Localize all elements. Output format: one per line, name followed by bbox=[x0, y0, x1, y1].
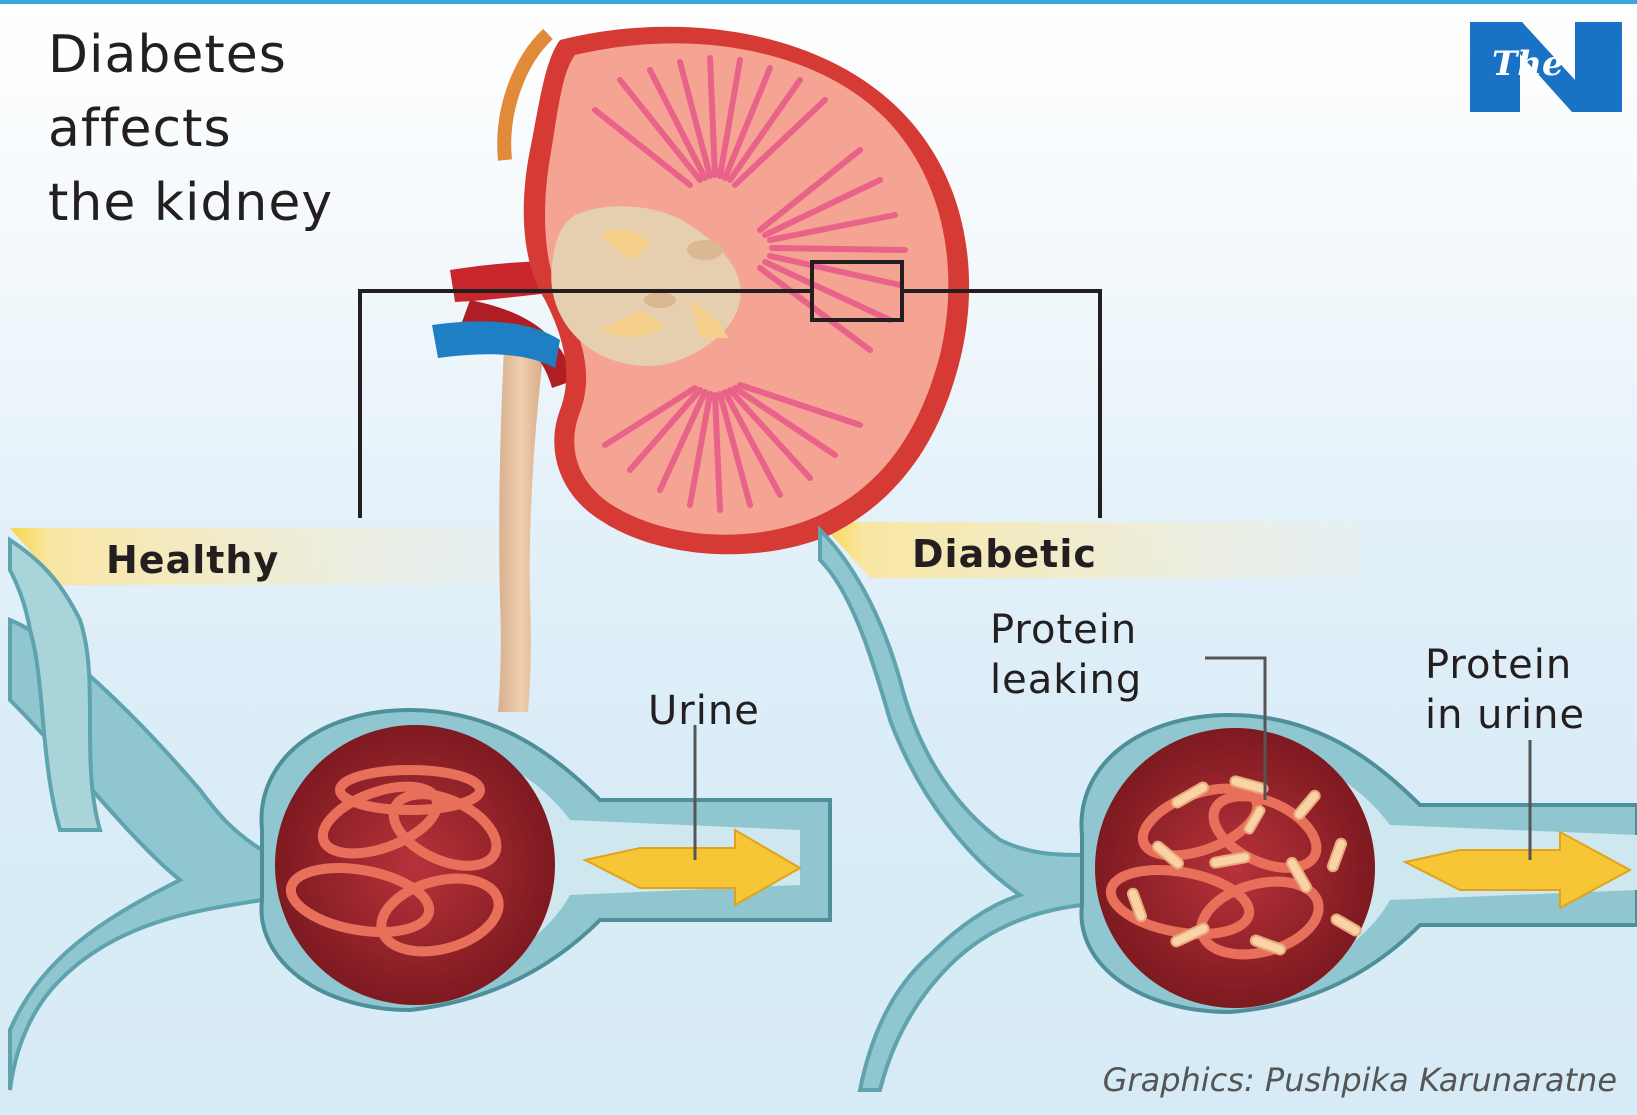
healthy-nephron bbox=[10, 540, 830, 1090]
title-line-3: the kidney bbox=[48, 166, 478, 240]
renal-vein bbox=[432, 321, 560, 368]
graphics-credit: Graphics: Pushpika Karunaratne bbox=[1103, 1061, 1617, 1099]
diabetic-label: Diabetic bbox=[912, 532, 1097, 576]
title-line-1: Diabetes bbox=[48, 18, 478, 92]
protein-in-urine-label: Protein in urine bbox=[1425, 640, 1585, 740]
title-line-2: affects bbox=[48, 92, 478, 166]
diabetic-nephron bbox=[820, 530, 1637, 1090]
healthy-label: Healthy bbox=[106, 538, 279, 582]
protein-leaking-label: Protein leaking bbox=[990, 605, 1142, 705]
kidney bbox=[432, 27, 969, 712]
page-title: Diabetes affects the kidney bbox=[48, 18, 478, 240]
ureter bbox=[498, 330, 545, 712]
urine-label: Urine bbox=[648, 686, 760, 736]
logo-text: The bbox=[1492, 44, 1564, 84]
